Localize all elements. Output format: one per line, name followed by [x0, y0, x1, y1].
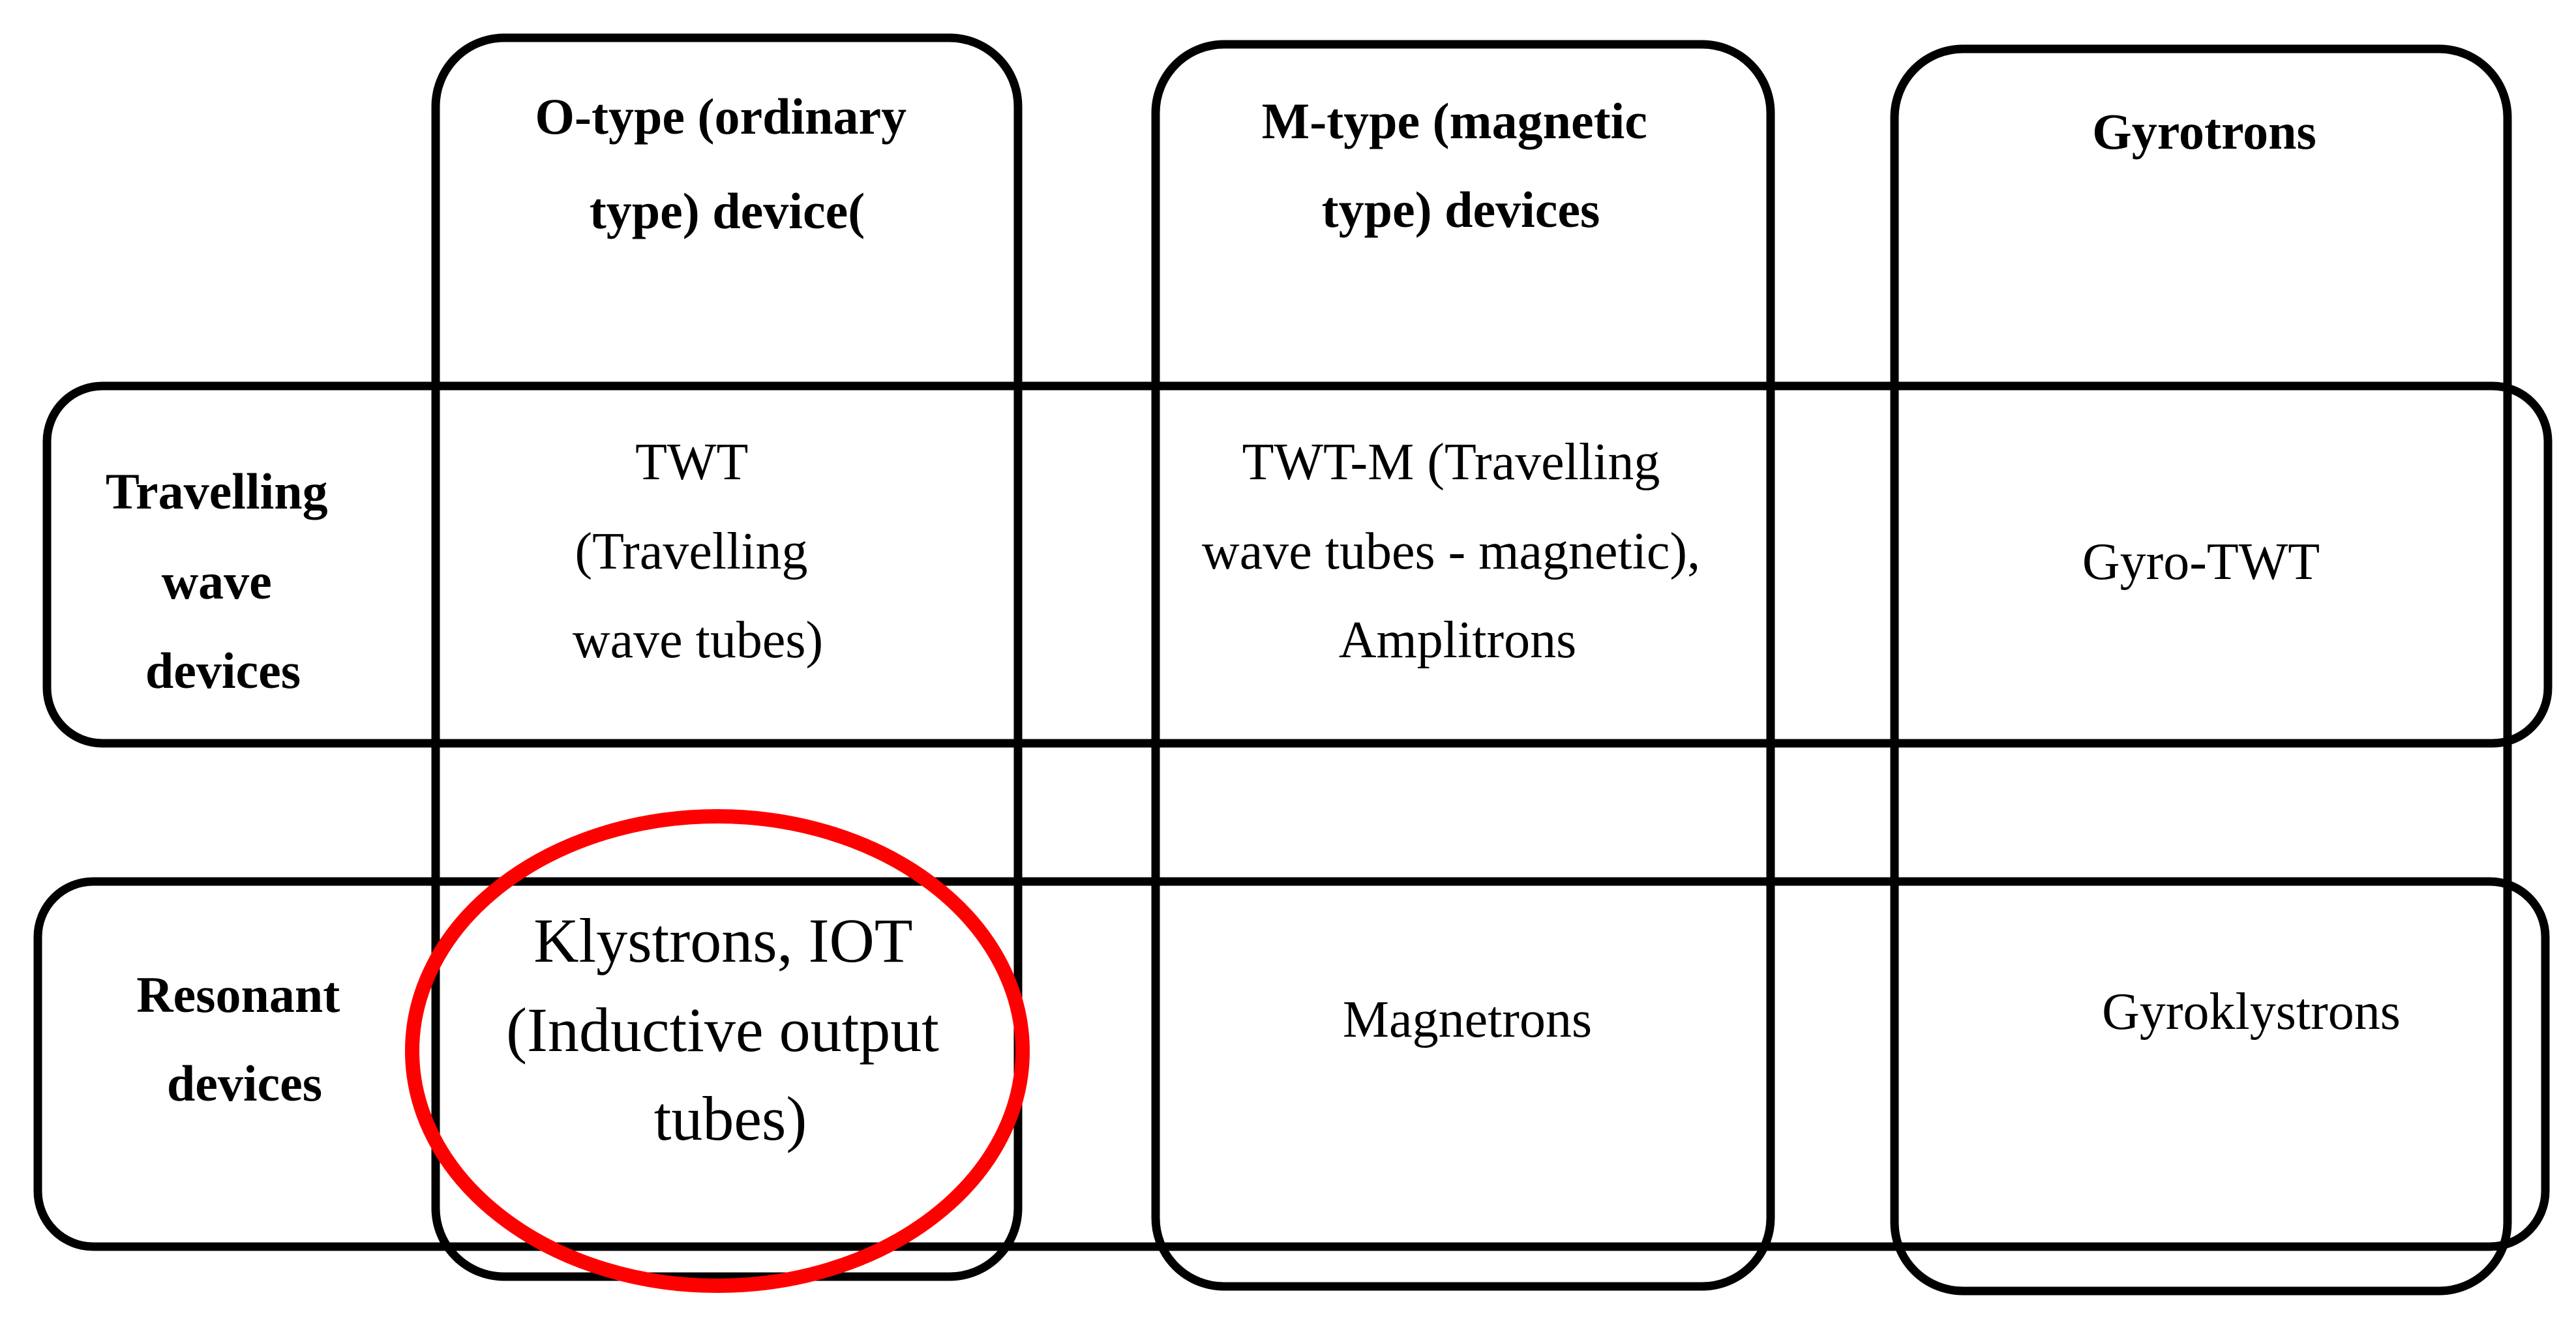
column-box-o-type — [431, 33, 1023, 1281]
column-box-gyrotrons — [1890, 44, 2512, 1296]
cell-twt-m: TWT-M (Travelling wave tubes - magnetic)… — [1202, 434, 1713, 669]
row-header-travelling-wave: Travelling wave devices — [106, 463, 340, 699]
row-box-travelling-wave — [42, 381, 2553, 748]
cell-twt: TWT (Travelling wave tubes) — [573, 434, 823, 669]
column-header-gyrotrons: Gyrotrons — [2092, 103, 2316, 160]
cell-klystrons: Klystrons, IOT (Inductive output tubes) — [506, 906, 955, 1153]
column-header-m-type: M-type (magnetic type) devices — [1262, 93, 1660, 238]
cell-gyroklystrons: Gyroklystrons — [2102, 983, 2401, 1041]
highlight-circle — [405, 809, 1030, 1293]
cell-magnetrons: Magnetrons — [1343, 991, 1592, 1048]
column-header-o-type: O-type (ordinary type) device( — [535, 88, 919, 239]
row-header-resonant: Resonant devices — [136, 966, 353, 1112]
column-box-m-type — [1151, 40, 1775, 1291]
row-box-resonant — [33, 877, 2550, 1251]
cell-gyro-twt: Gyro-TWT — [2082, 533, 2320, 591]
